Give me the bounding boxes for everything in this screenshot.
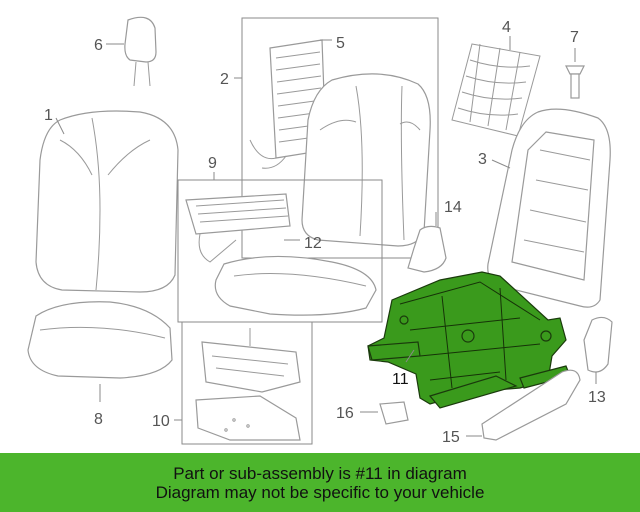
part-bracket	[407, 212, 447, 273]
callout-15: 15	[442, 429, 460, 446]
callout-4: 4	[502, 19, 511, 36]
part-clip	[565, 48, 585, 99]
part-side-shield	[466, 369, 581, 441]
group-box-10	[181, 321, 313, 445]
callout-11: 11	[392, 371, 409, 388]
banner-line-1: Part or sub-assembly is #11 in diagram	[173, 463, 467, 483]
callout-2: 2	[220, 71, 229, 88]
callout-6: 6	[94, 37, 103, 54]
part-seat-adjuster-highlighted	[367, 271, 571, 409]
part-seat-back-frame	[487, 108, 611, 308]
part-cushion-frame-trim	[195, 328, 301, 441]
callout-8: 8	[94, 411, 103, 428]
callout-14: 14	[444, 199, 462, 216]
group-box-2	[241, 17, 439, 259]
seat-parts-diagram: 6 1 8 2 5 4 7	[27, 16, 613, 446]
part-cushion-pad	[214, 255, 377, 316]
part-side-trim-cover	[583, 316, 613, 384]
info-banner: Part or sub-assembly is #11 in diagram D…	[0, 453, 640, 512]
part-clip-16	[360, 401, 409, 425]
banner-line-2: Diagram may not be specific to your vehi…	[155, 482, 485, 502]
callout-3: 3	[478, 151, 487, 168]
part-headrest	[106, 16, 157, 87]
callout-12: 12	[304, 235, 322, 252]
part-cushion-heater	[185, 193, 300, 263]
part-seat-back-pad	[301, 73, 431, 247]
callout-5: 5	[336, 35, 345, 52]
callout-9: 9	[208, 155, 217, 172]
callout-16: 16	[336, 405, 354, 422]
callout-10: 10	[152, 413, 170, 430]
callout-13: 13	[588, 389, 606, 406]
callout-7: 7	[570, 29, 579, 46]
part-seat-back-cover	[35, 110, 179, 293]
part-seat-cushion-cover	[27, 301, 173, 402]
callout-1: 1	[44, 107, 53, 124]
